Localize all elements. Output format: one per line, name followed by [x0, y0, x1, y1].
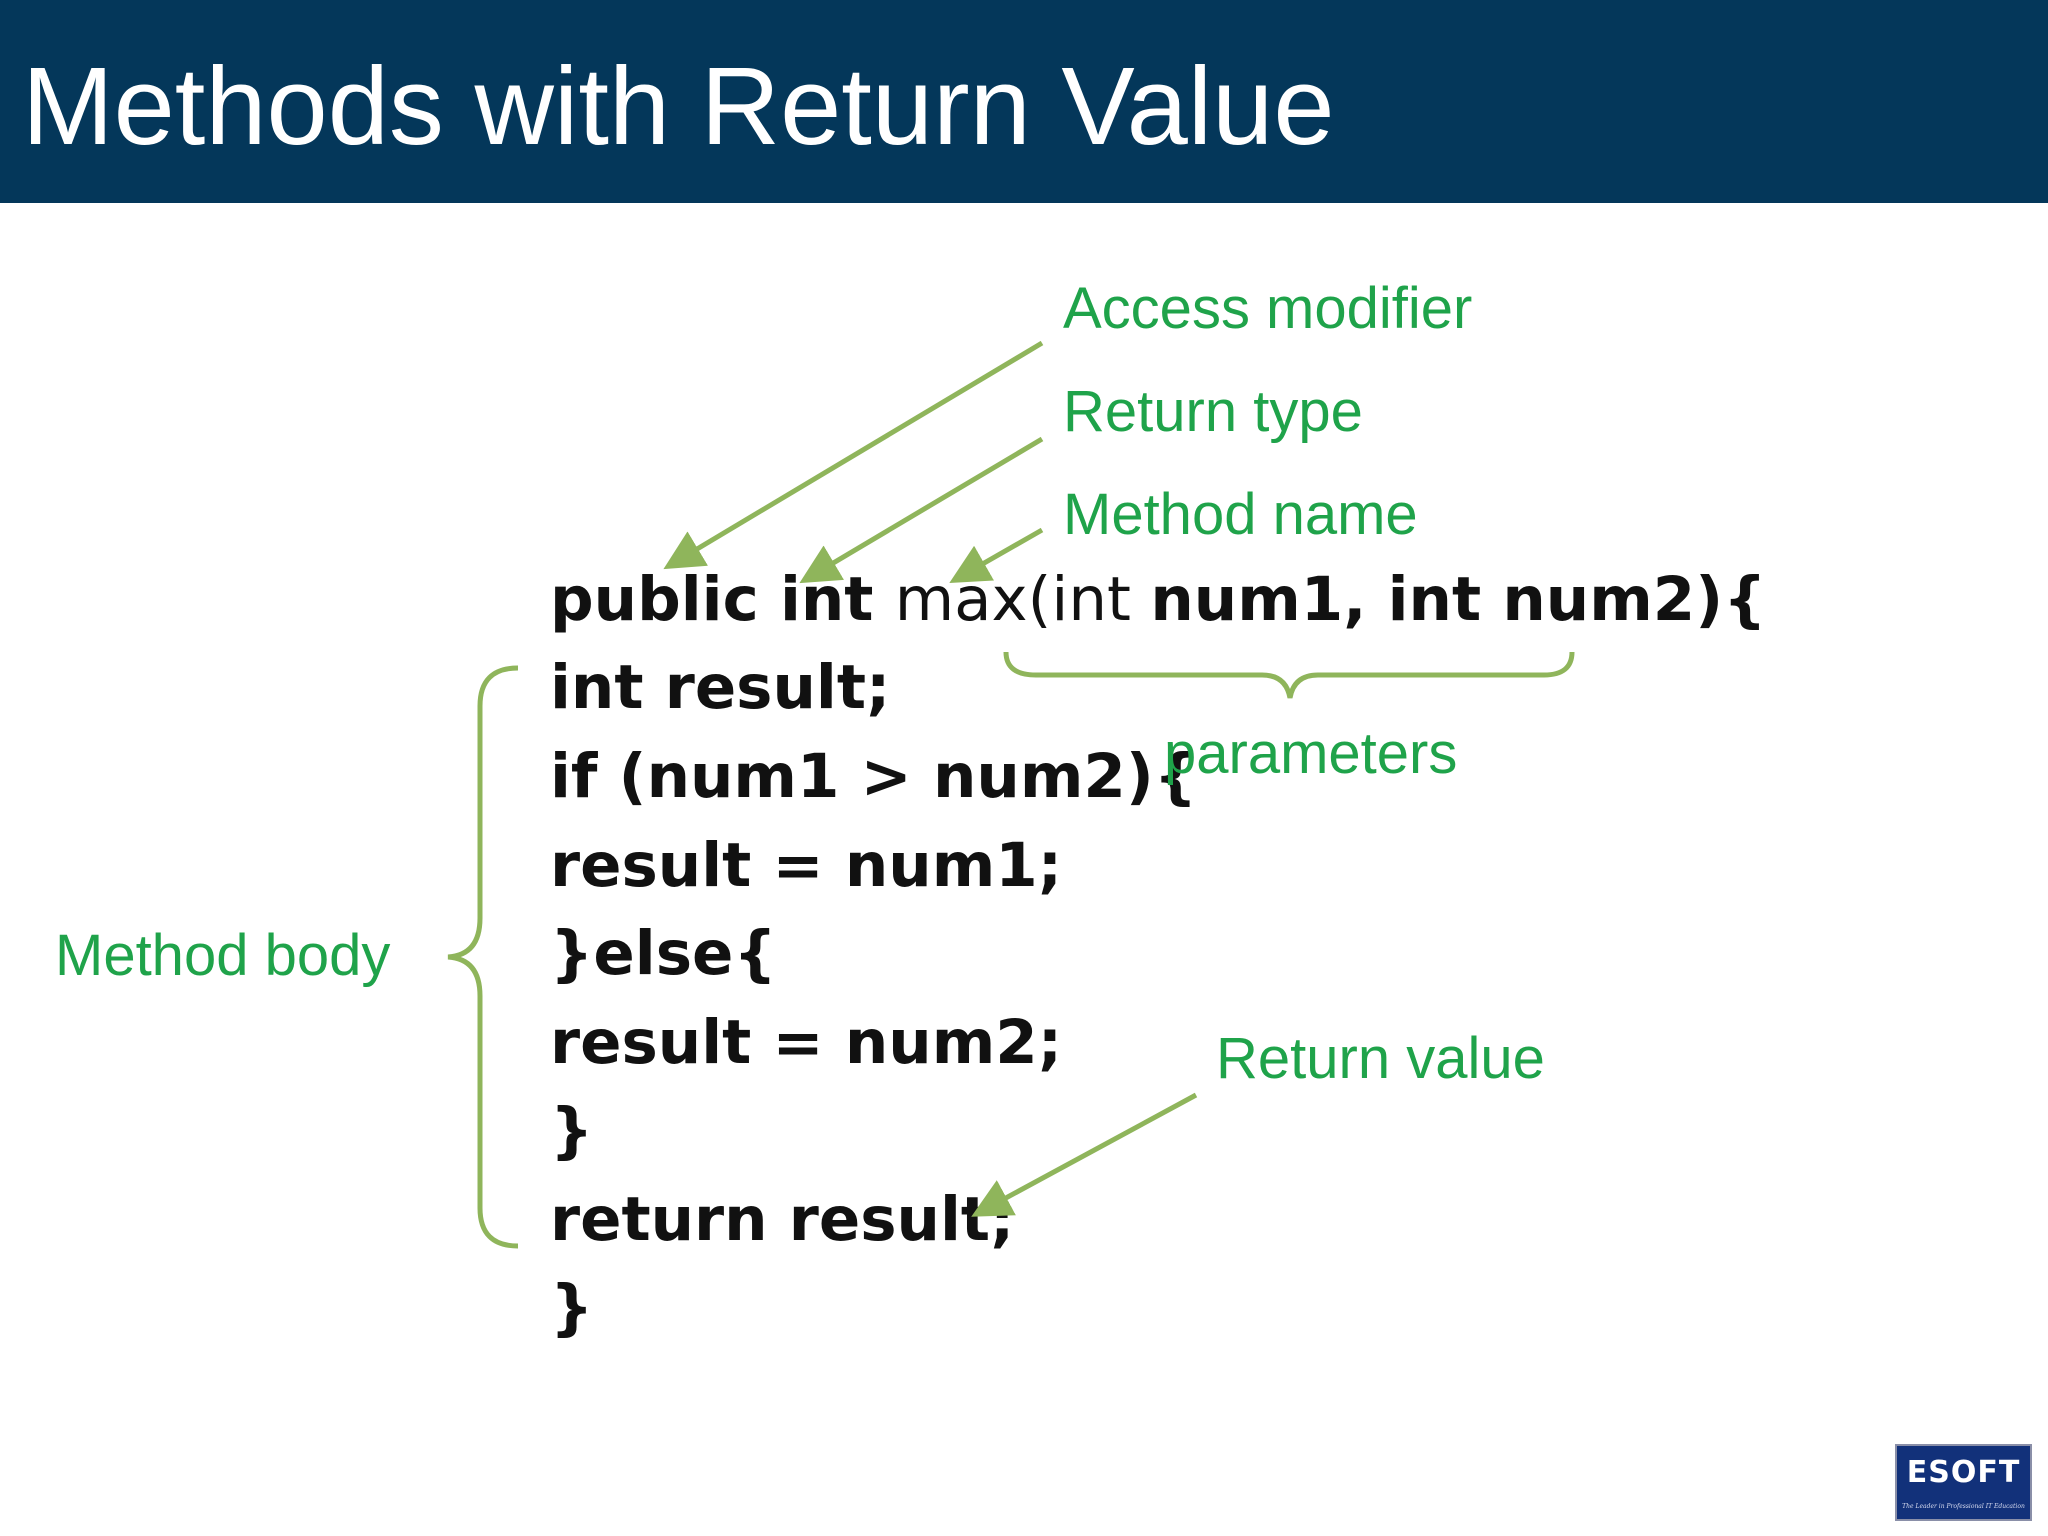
logo-tagline: The Leader in Professional IT Education — [1902, 1503, 2025, 1510]
code-line-method-signature: public int max(int num1, int num2){ — [550, 560, 1767, 640]
code-parameters: num1, int num2){ — [1150, 564, 1767, 635]
label-return-value: Return value — [1216, 1026, 1545, 1091]
code-line: if (num1 > num2){ — [550, 741, 1198, 812]
code-line-return: return result; — [550, 1184, 1015, 1255]
label-return-type: Return type — [1063, 379, 1363, 444]
label-method-name: Method name — [1063, 482, 1418, 547]
brace-parameters — [1003, 651, 1575, 699]
label-access-modifier: Access modifier — [1063, 276, 1473, 341]
slide-title: Methods with Return Value — [22, 45, 1335, 168]
code-line: result = num1; — [550, 830, 1063, 901]
code-line: } — [550, 1095, 594, 1166]
label-method-body: Method body — [55, 923, 391, 988]
title-bar: Methods with Return Value — [0, 0, 2048, 203]
label-parameters: parameters — [1164, 721, 1458, 786]
code-line: } — [550, 1272, 594, 1343]
esoft-logo: ESOFT The Leader in Professional IT Educ… — [1895, 1444, 2032, 1521]
logo-wordmark: ESOFT — [1906, 1455, 2021, 1490]
code-line: result = num2; — [550, 1007, 1063, 1078]
brace-method-body — [447, 665, 519, 1249]
code-line: }else{ — [550, 918, 777, 989]
arrow-access-modifier — [663, 340, 1044, 570]
code-method-name: max(int — [894, 564, 1151, 635]
arrow-return-type — [799, 436, 1044, 584]
code-keywords-public-int: public int — [550, 564, 895, 635]
code-line: int result; — [550, 652, 891, 723]
